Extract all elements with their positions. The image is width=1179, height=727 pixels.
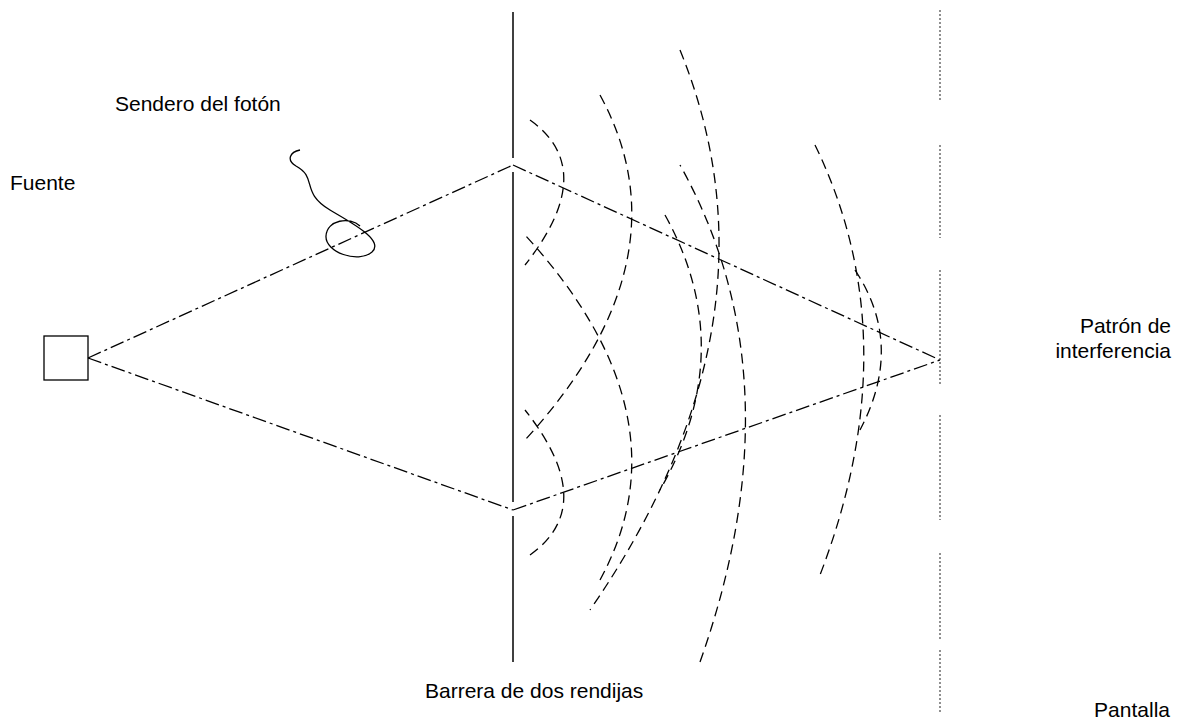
source-label: Fuente [10, 170, 75, 195]
photon-paths [88, 165, 940, 510]
slit-barrier [512, 12, 514, 662]
screen-label: Pantalla [1094, 697, 1170, 722]
pattern-label: Patrón de interferencia [1001, 313, 1171, 363]
screen-line [939, 10, 940, 712]
path-label: Sendero del fotón [115, 91, 281, 116]
barrier-label: Barrera de dos rendijas [425, 678, 643, 703]
wavefronts [525, 50, 881, 662]
source-box [44, 336, 88, 380]
leader-line [290, 150, 375, 257]
